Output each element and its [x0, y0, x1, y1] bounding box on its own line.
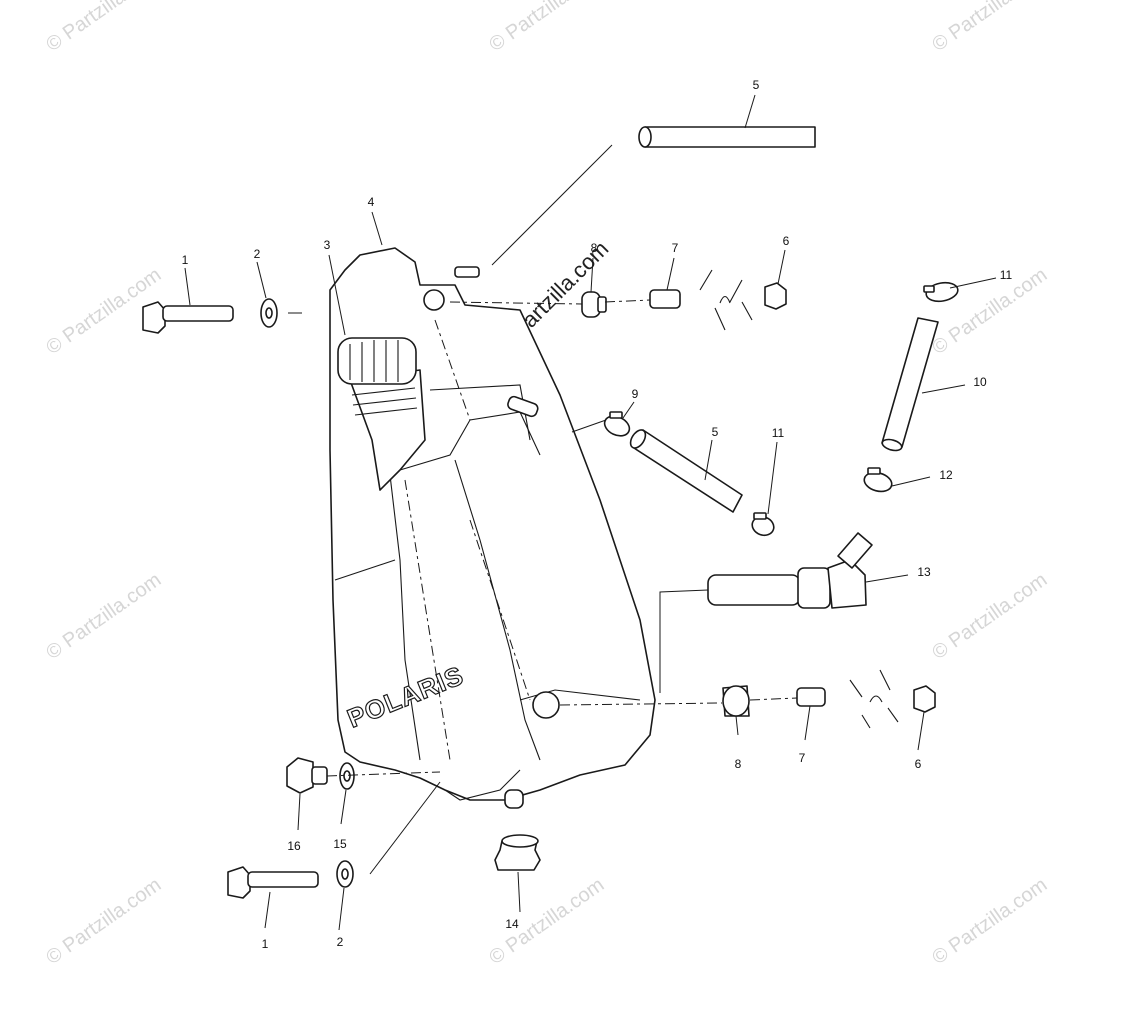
watermark: © Partzilla.com: [928, 0, 1051, 56]
break-marks-upper: [699, 269, 753, 331]
bolt-lower: [227, 866, 319, 899]
callout-9: 9: [632, 387, 639, 401]
callout-5-upper: 5: [753, 78, 760, 92]
callout-16: 16: [287, 839, 301, 853]
clamp-11-lower: [751, 512, 775, 537]
mounting-boss-bottom: [532, 691, 560, 719]
callout-2-upper: 2: [254, 247, 261, 261]
callout-6-lower: 6: [915, 757, 922, 771]
callout-labels: 1 2 3 4 5 8 7 6 11 10 9 5 11 12 13 8 7 6…: [182, 78, 1013, 951]
watermark: © Partzilla.com: [485, 0, 608, 56]
watermark: © Partzilla.com: [928, 264, 1051, 359]
callout-5-middle: 5: [712, 425, 719, 439]
nut-lower: [913, 685, 936, 713]
washer-drain: [339, 762, 355, 790]
callout-13: 13: [917, 565, 931, 579]
callout-7-lower: 7: [799, 751, 806, 765]
callout-10: 10: [973, 375, 987, 389]
callout-8-lower: 8: [735, 757, 742, 771]
elbow-fitting: [707, 532, 873, 609]
break-marks-lower: [849, 669, 899, 729]
callout-1-lower: 1: [262, 937, 269, 951]
grommet: [494, 834, 541, 871]
washer-lower: [336, 860, 354, 888]
watermark: © Partzilla.com: [485, 874, 608, 969]
callout-11-upper: 11: [1000, 268, 1013, 282]
callout-2-lower: 2: [337, 935, 344, 949]
spacer-upper: [649, 289, 681, 309]
nut-upper: [764, 282, 787, 310]
clamp-9: [603, 411, 631, 437]
callout-3: 3: [324, 238, 331, 252]
callout-6-upper: 6: [783, 234, 790, 248]
hose-vent: [881, 317, 939, 452]
alignment-dash-lines: [326, 299, 798, 777]
callout-7-upper: 7: [672, 241, 679, 255]
clamp-11-upper: [923, 281, 959, 303]
watermark: © Partzilla.com: [42, 874, 165, 969]
bolt-upper: [142, 301, 234, 334]
mounting-boss-top: [423, 289, 445, 311]
clamp-12: [863, 467, 893, 493]
callout-4: 4: [368, 195, 375, 209]
spacer-lower: [796, 687, 826, 707]
watermark: © Partzilla.com: [928, 569, 1051, 664]
hose-upper: [638, 126, 816, 148]
callout-1-upper: 1: [182, 253, 189, 267]
oil-tank: POLARIS: [329, 247, 656, 809]
drain-plug: [286, 757, 328, 794]
filler-cap: [337, 337, 426, 491]
callout-14: 14: [505, 917, 519, 931]
leader-lines: [184, 94, 997, 931]
watermark: © Partzilla.com: [42, 569, 165, 664]
hose-middle: [629, 429, 743, 513]
watermark: © Partzilla.com: [928, 874, 1051, 969]
callout-12: 12: [939, 468, 953, 482]
callout-15: 15: [333, 837, 347, 851]
watermark: © Partzilla.com: [42, 0, 165, 56]
callout-8-upper: 8: [591, 241, 598, 255]
callout-11-lower: 11: [772, 426, 785, 440]
washer-upper: [260, 298, 278, 328]
bushing-lower: [722, 685, 750, 717]
bushing-upper: [581, 291, 607, 318]
